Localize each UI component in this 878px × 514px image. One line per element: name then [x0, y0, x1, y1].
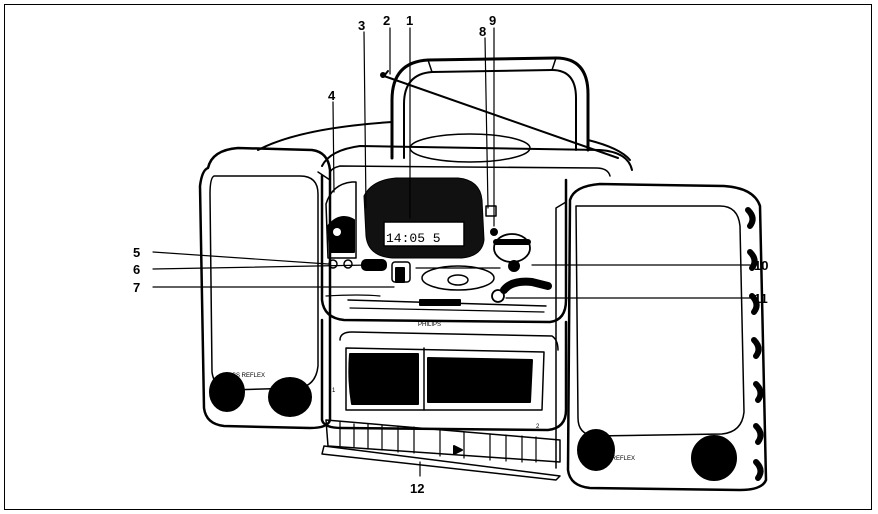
callout-3: 3 — [358, 18, 365, 33]
callout-8: 8 — [479, 24, 486, 39]
callout-4: 4 — [328, 88, 336, 103]
callout-7: 7 — [133, 280, 140, 295]
callout-12: 12 — [410, 481, 424, 496]
callout-9: 9 — [489, 13, 496, 28]
leader-lines — [152, 27, 751, 477]
right-speaker — [555, 182, 768, 492]
deck-2-label: 2 — [536, 424, 540, 430]
callout-10: 10 — [754, 258, 768, 273]
carry-handle — [390, 56, 590, 160]
speaker-label-left: BASS REFLEX — [224, 373, 265, 379]
callout-5: 5 — [133, 245, 140, 260]
callout-6: 6 — [133, 262, 140, 277]
center-body — [320, 174, 568, 324]
callout-2: 2 — [383, 13, 390, 28]
callout-11: 11 — [754, 291, 768, 306]
speaker-label-right: BASS REFLEX — [594, 456, 635, 462]
deck-1-label: 1 — [332, 388, 336, 394]
figure-frame — [4, 4, 872, 510]
brand-label: PHILIPS — [418, 322, 441, 328]
cassette-deck — [320, 318, 568, 481]
display-readout: 14:05 5 — [386, 231, 441, 246]
callout-1: 1 — [406, 13, 413, 28]
left-speaker — [198, 146, 332, 430]
antenna — [380, 70, 619, 159]
